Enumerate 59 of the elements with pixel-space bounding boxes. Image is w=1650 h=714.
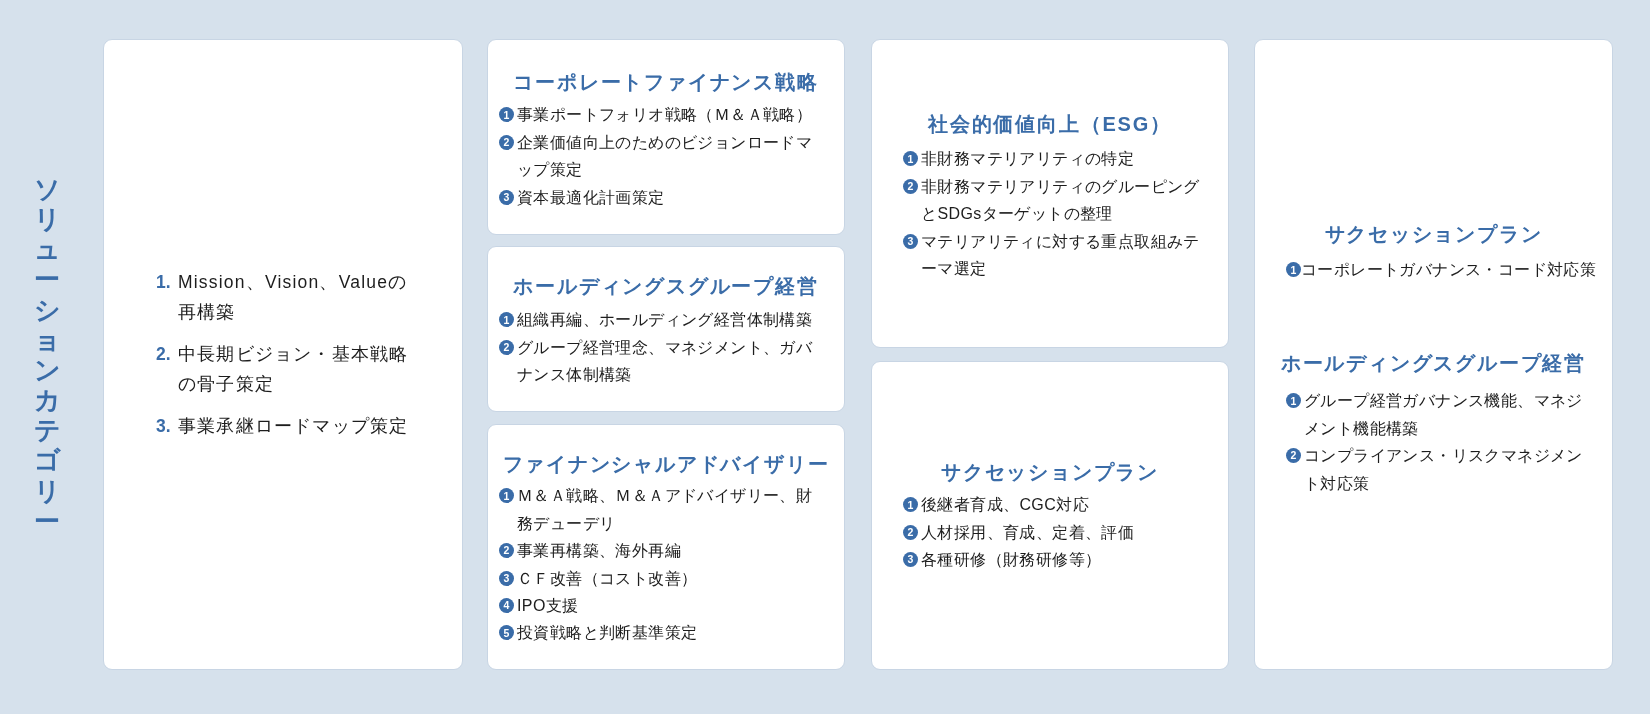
list-item-text: 非財務マテリアリティの特定 [921,149,1135,170]
card-heading: 社会的価値向上（ESG） [928,111,1172,137]
card-heading: サクセッションプラン [1324,221,1543,247]
category-title: ソリューションカテゴリー [34,174,60,536]
list-item-text: 非財務マテリアリティのグルーピングとSDGsターゲットの整理 [921,176,1201,225]
solution-card [487,246,845,412]
list-item-text: Ｍ＆Ａ戦略、Ｍ＆Ａアドバイザリー、財務デューデリ [517,486,814,534]
solution-card [871,39,1229,348]
card-heading: コーポレートファイナンス戦略 [513,69,819,95]
list-number: 2 [903,524,918,540]
list-number: 1 [499,312,514,328]
list-number: 2 [499,339,514,355]
solution-card [103,39,463,670]
list-item-text: 中長期ビジョン・基本戦略の骨子策定 [178,343,410,396]
list-number: 1 [499,488,514,504]
list-item-text: 各種研修（財務研修等） [921,550,1102,571]
list-number: 3 [499,189,514,205]
list-item-text: コーポレートガバナンス・コード対応策 [1301,260,1597,281]
list-item-text: 投資戦略と判断基準策定 [517,623,698,644]
solution-card [487,39,845,235]
solution-card [1254,39,1613,670]
list-number: 1 [1286,262,1301,278]
list-item-text: 事業承継ロードマップ策定 [178,415,409,439]
list-item-text: 組織再編、ホールディング経営体制構築 [517,310,813,331]
list-number: 1. [156,271,172,295]
list-item-text: 人材採用、育成、定着、評価 [921,522,1135,543]
list-number: 2 [499,543,514,559]
list-item-text: IPO支援 [517,595,579,616]
list-number: 1 [1286,393,1301,409]
card-heading: サクセッションプラン [941,459,1159,485]
list-number: 1 [903,151,918,167]
solution-card [871,361,1229,670]
list-number: 3 [903,233,918,249]
list-item-text: 後継者育成、CGC対応 [921,495,1089,516]
list-item-text: マテリアリティに対する重点取組みテーマ選定 [921,231,1201,279]
list-number: 2. [156,343,172,367]
list-number: 5 [499,625,514,641]
solution-card [487,424,845,670]
list-number: 2 [903,178,918,194]
list-item-text: 事業ポートフォリオ戦略（Ｍ＆Ａ戦略） [517,105,813,126]
list-number: 3 [903,552,918,568]
list-number: 2 [499,134,514,150]
card-heading: ホールディングスグループ経営 [513,273,819,299]
list-number: 2 [1286,448,1301,464]
list-number: 4 [499,597,514,613]
list-item-text: 企業価値向上のためのビジョンロードマップ策定 [517,132,814,181]
list-number: 3. [156,415,172,439]
list-item-text: ＣＦ改善（コスト改善） [517,568,698,589]
list-item-text: 資本最適化計画策定 [517,187,665,208]
card-heading: ファイナンシャルアドバイザリー [502,451,830,477]
list-item-text: 事業再構築、海外再編 [517,541,681,562]
list-number: 3 [499,570,514,586]
list-item-text: Mission、Vision、Valueの再構築 [178,271,409,324]
list-number: 1 [499,107,514,123]
list-item-text: グループ経営ガバナンス機能、マネジメント機能構築 [1304,391,1584,439]
card-heading: ホールディングスグループ経営 [1280,350,1587,376]
list-number: 1 [903,497,918,513]
list-item-text: グループ経営理念、マネジメント、ガバナンス体制構築 [517,337,814,386]
list-item-text: コンプライアンス・リスクマネジメント対応策 [1304,446,1584,494]
